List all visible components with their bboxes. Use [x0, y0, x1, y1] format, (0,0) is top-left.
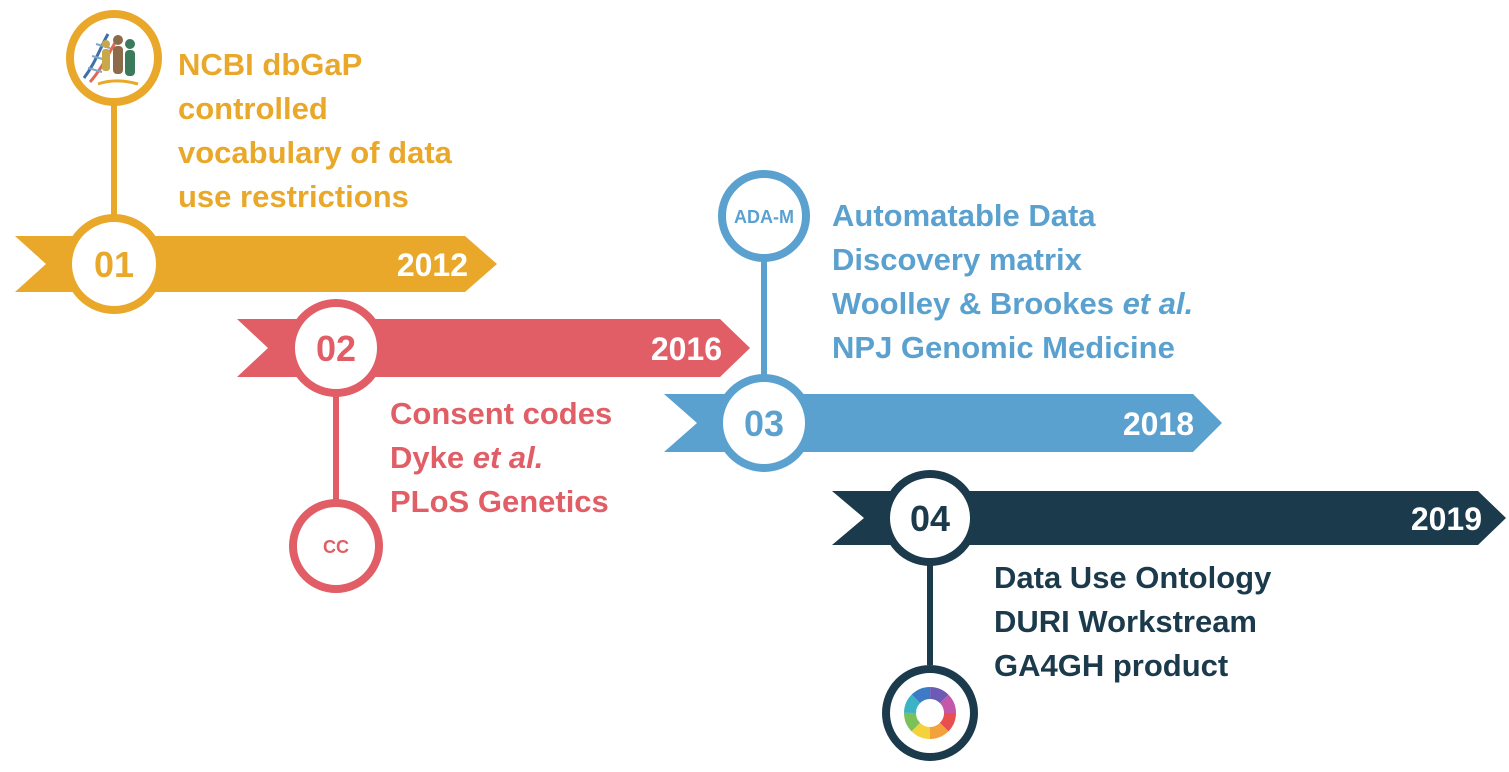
milestone-02-icon-label: CC — [323, 537, 349, 557]
text-run: Discovery matrix — [832, 242, 1082, 277]
milestone-02-number: 02 — [316, 328, 356, 369]
text-run: use restrictions — [178, 179, 409, 214]
description-line: Consent codes — [390, 392, 612, 436]
ga4gh-ring-logo-icon — [904, 687, 956, 739]
description-line: DURI Workstream — [994, 600, 1271, 644]
text-run: vocabulary of data — [178, 135, 452, 170]
description-line: PLoS Genetics — [390, 480, 612, 524]
milestone-03-number-circle — [715, 374, 813, 472]
description-line: use restrictions — [178, 175, 452, 219]
milestone-01: 01 2012 — [15, 10, 497, 314]
milestone-01-year: 2012 — [397, 247, 468, 283]
italic-text: et al. — [1122, 286, 1194, 321]
milestone-01-number: 01 — [94, 244, 134, 285]
milestone-04: 04 2019 — [832, 470, 1506, 761]
milestone-02-year: 2016 — [651, 331, 722, 367]
description-line: vocabulary of data — [178, 131, 452, 175]
text-run: NPJ Genomic Medicine — [832, 330, 1175, 365]
milestone-01-description: NCBI dbGaP controlled vocabulary of data us… — [178, 43, 452, 219]
milestone-04-number-circle — [882, 470, 978, 566]
milestone-03-icon-circle — [718, 170, 810, 262]
dna-people-logo-icon — [82, 33, 139, 86]
text-run: GA4GH product — [994, 648, 1229, 683]
description-line: Woolley & Brookes et al. — [832, 282, 1193, 326]
description-line: Automatable Data — [832, 194, 1193, 238]
description-line: GA4GH product — [994, 644, 1271, 688]
milestone-01-number-circle — [64, 214, 164, 314]
milestone-04-logo-circle — [882, 665, 978, 761]
text-run: Consent codes — [390, 396, 613, 431]
description-line: controlled — [178, 87, 452, 131]
italic-text: et al. — [472, 440, 544, 475]
milestone-02: 02 2016 CC — [237, 299, 750, 593]
milestone-04-number: 04 — [910, 498, 950, 539]
text-run: NCBI dbGaP — [178, 47, 363, 82]
description-line: NCBI dbGaP — [178, 43, 452, 87]
milestone-03-number: 03 — [744, 403, 784, 444]
text-run: DURI Workstream — [994, 604, 1258, 639]
description-line: Data Use Ontology — [994, 556, 1271, 600]
description-line: Discovery matrix — [832, 238, 1193, 282]
text-run: Dyke — [390, 440, 473, 475]
description-line: Dyke et al. — [390, 436, 612, 480]
milestone-04-year: 2019 — [1411, 501, 1482, 537]
milestone-04-ribbon — [832, 491, 1506, 545]
milestone-03-icon-label: ADA-M — [734, 207, 794, 227]
milestone-03: ADA-M 03 2018 — [664, 170, 1222, 472]
text-run: Data Use Ontology — [994, 560, 1272, 595]
text-run: Automatable Data — [832, 198, 1096, 233]
text-run: Woolley & Brookes — [832, 286, 1123, 321]
milestone-02-icon-circle — [289, 499, 383, 593]
text-run: PLoS Genetics — [390, 484, 609, 519]
milestone-03-year: 2018 — [1123, 406, 1194, 442]
text-run: controlled — [178, 91, 328, 126]
description-line: NPJ Genomic Medicine — [832, 326, 1193, 370]
milestone-02-number-circle — [287, 299, 385, 397]
